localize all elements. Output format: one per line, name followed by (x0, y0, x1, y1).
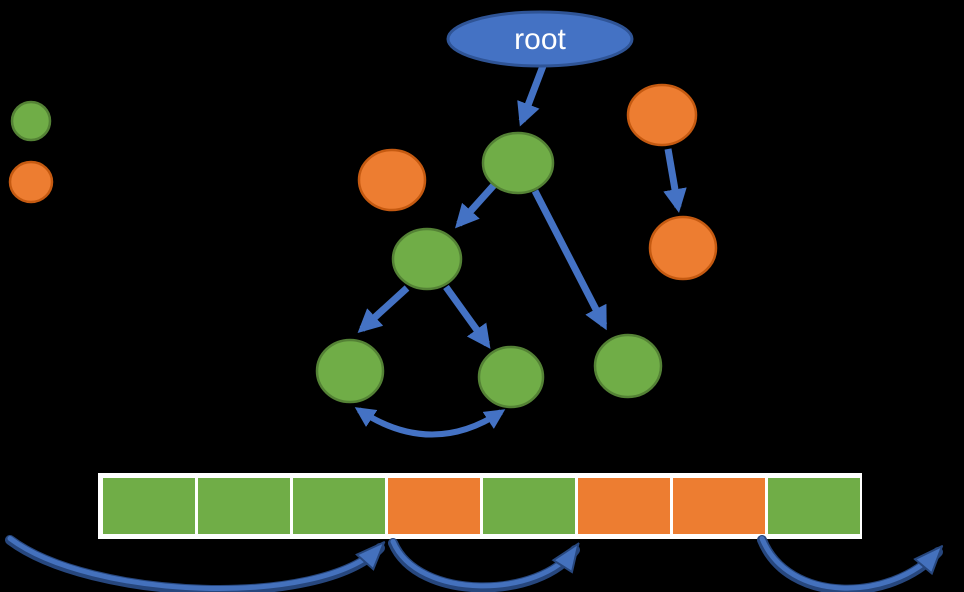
tree-edges (354, 64, 687, 438)
free-list-arrow-3-stroke (759, 536, 938, 591)
legend-orange-circle (8, 160, 54, 204)
node-x-orange-isolated (357, 148, 427, 212)
memory-bar (98, 473, 862, 539)
edge-c1-c2-bidirectional (354, 407, 506, 438)
node-d-green (593, 333, 663, 399)
memory-cell-3 (293, 478, 385, 534)
tree-nodes (315, 83, 718, 409)
memory-cell-4 (388, 478, 480, 534)
memory-cell-1 (103, 478, 195, 534)
free-list-arrow-3 (757, 535, 938, 592)
node-a-green (481, 131, 555, 195)
memory-cell-7 (673, 478, 765, 534)
free-list-arrow-1 (5, 535, 380, 592)
node-c2-green (477, 345, 545, 409)
node-b-green (391, 227, 463, 291)
node-f-orange (648, 215, 718, 281)
legend-green-circle (10, 100, 52, 142)
edge-a-to-b (455, 182, 497, 229)
free-list-arrow-2-stroke (390, 539, 575, 589)
node-c1-green (315, 338, 385, 404)
free-list-arrow-1-stroke (7, 536, 380, 591)
edge-b-to-c1 (357, 285, 410, 334)
legend (8, 100, 54, 204)
memory-cell-6 (578, 478, 670, 534)
free-list-arrows (5, 535, 938, 592)
memory-cell-8 (768, 478, 860, 534)
free-list-arrow-2 (388, 538, 580, 592)
edge-root-to-a (517, 64, 547, 127)
edge-e-to-f (663, 148, 687, 213)
edge-b-to-c2 (443, 284, 491, 349)
root-label: root (514, 23, 566, 56)
edge-a-to-d (531, 189, 608, 331)
memory-cell-5 (483, 478, 575, 534)
root-node: root (446, 10, 634, 68)
memory-cell-2 (198, 478, 290, 534)
root-ellipse (446, 10, 634, 68)
node-e-orange (626, 83, 698, 147)
